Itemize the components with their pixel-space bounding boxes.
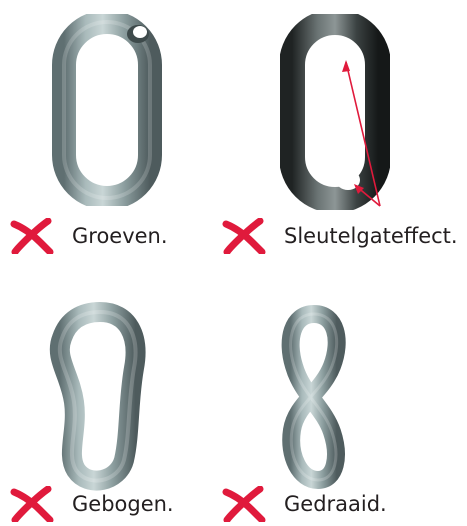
red-cross-icon [222, 218, 266, 254]
red-cross-icon [10, 486, 54, 522]
red-cross-icon [10, 218, 54, 254]
chain-link-grooves-image [52, 14, 162, 206]
item-label: Sleutelgateffect. [284, 224, 458, 248]
item-label: Groeven. [72, 224, 168, 248]
chain-link-bent-image [40, 302, 150, 492]
chain-link-twisted-image [266, 300, 362, 494]
chain-link-keyhole-image [280, 14, 390, 210]
item-label: Gedraaid. [284, 492, 387, 516]
item-label: Gebogen. [72, 492, 174, 516]
red-cross-icon [222, 486, 266, 522]
